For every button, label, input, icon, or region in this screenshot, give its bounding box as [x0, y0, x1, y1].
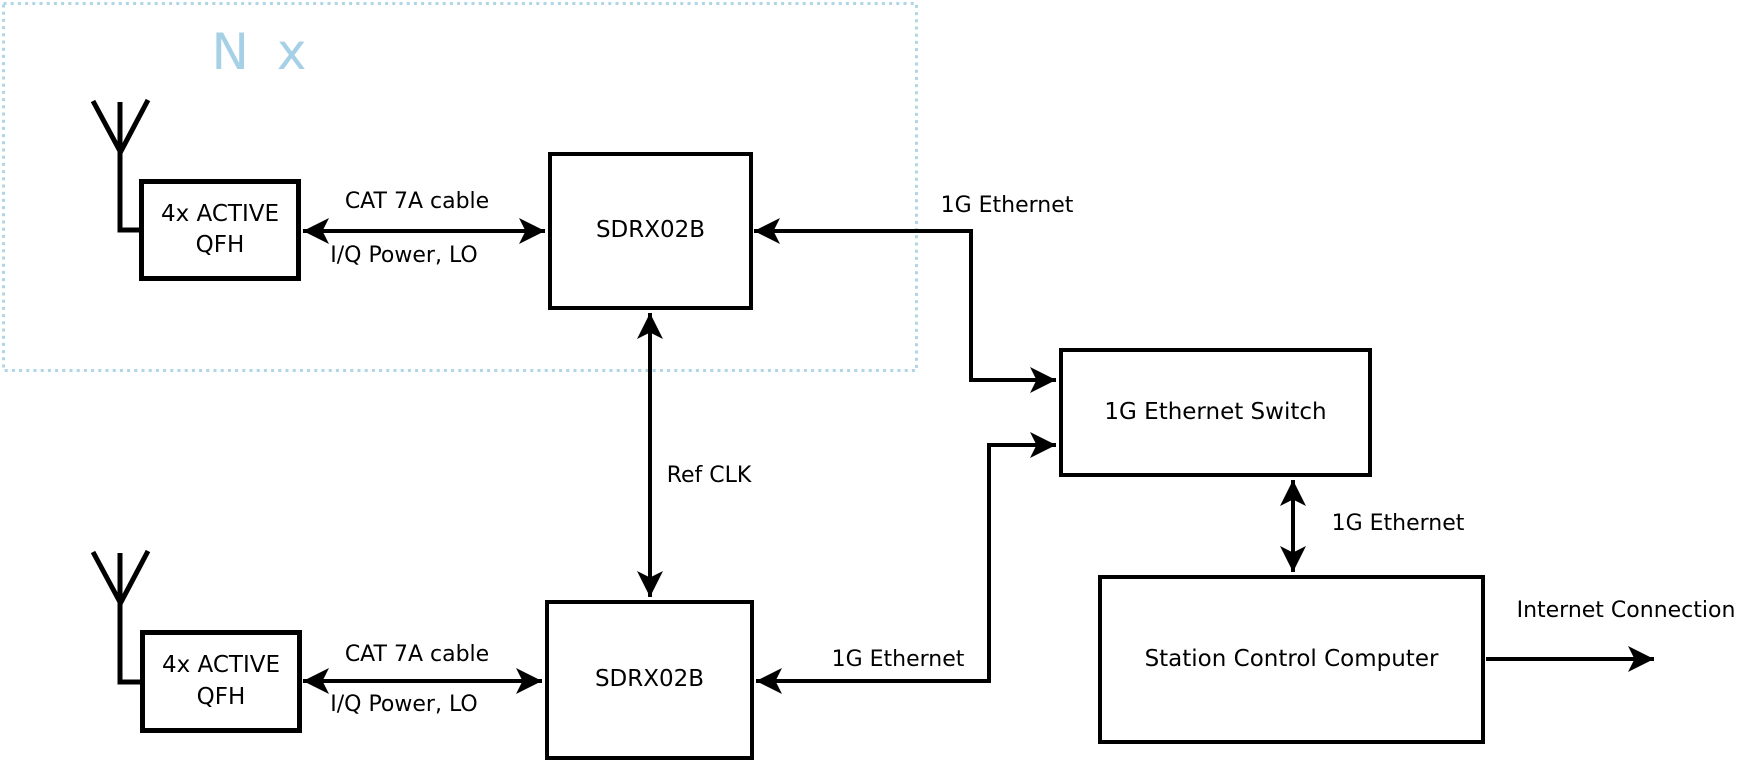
replication-count-label: N x: [211, 23, 313, 81]
node-label: QFH: [196, 683, 246, 710]
edge-label-cat7a-top: CAT 7A cable: [344, 189, 490, 214]
node-label: Station Control Computer: [1144, 645, 1439, 672]
arrow-sdrx-bottom-switch: [756, 432, 1056, 694]
node-ethernet-switch: 1G Ethernet Switch: [1059, 348, 1372, 477]
edge-label-ref-clk: Ref CLK: [666, 463, 752, 488]
node-label: 4x ACTIVE: [160, 200, 280, 227]
arrow-sdrx-top-switch: [754, 218, 1056, 393]
node-qfh-antenna-top: 4x ACTIVE QFH: [139, 179, 301, 281]
edge-label-internet-connection: Internet Connection: [1516, 598, 1736, 623]
edge-label-ethernet-station: 1G Ethernet: [1331, 511, 1465, 536]
node-sdrx02b-top: SDRX02B: [548, 152, 753, 310]
edge-label-iq-power-top: I/Q Power, LO: [330, 243, 478, 268]
node-sdrx02b-bottom: SDRX02B: [545, 600, 754, 760]
node-label: QFH: [195, 232, 245, 258]
node-label: SDRX02B: [595, 217, 706, 244]
replication-region-border: [2, 2, 918, 372]
node-station-control-computer: Station Control Computer: [1098, 575, 1485, 744]
node-qfh-antenna-bottom: 4x ACTIVE QFH: [140, 630, 302, 733]
edge-label-ethernet-bottom: 1G Ethernet: [831, 647, 965, 672]
antenna-bottom-icon: [90, 549, 151, 685]
node-label: 1G Ethernet Switch: [1104, 398, 1327, 425]
edge-label-iq-power-bottom: I/Q Power, LO: [330, 692, 478, 717]
antenna-top-icon: [90, 98, 151, 233]
node-label: SDRX02B: [594, 666, 705, 693]
edge-label-cat7a-bottom: CAT 7A cable: [344, 642, 490, 667]
edge-label-ethernet-top: 1G Ethernet: [940, 193, 1074, 218]
node-label: 4x ACTIVE: [161, 652, 281, 679]
